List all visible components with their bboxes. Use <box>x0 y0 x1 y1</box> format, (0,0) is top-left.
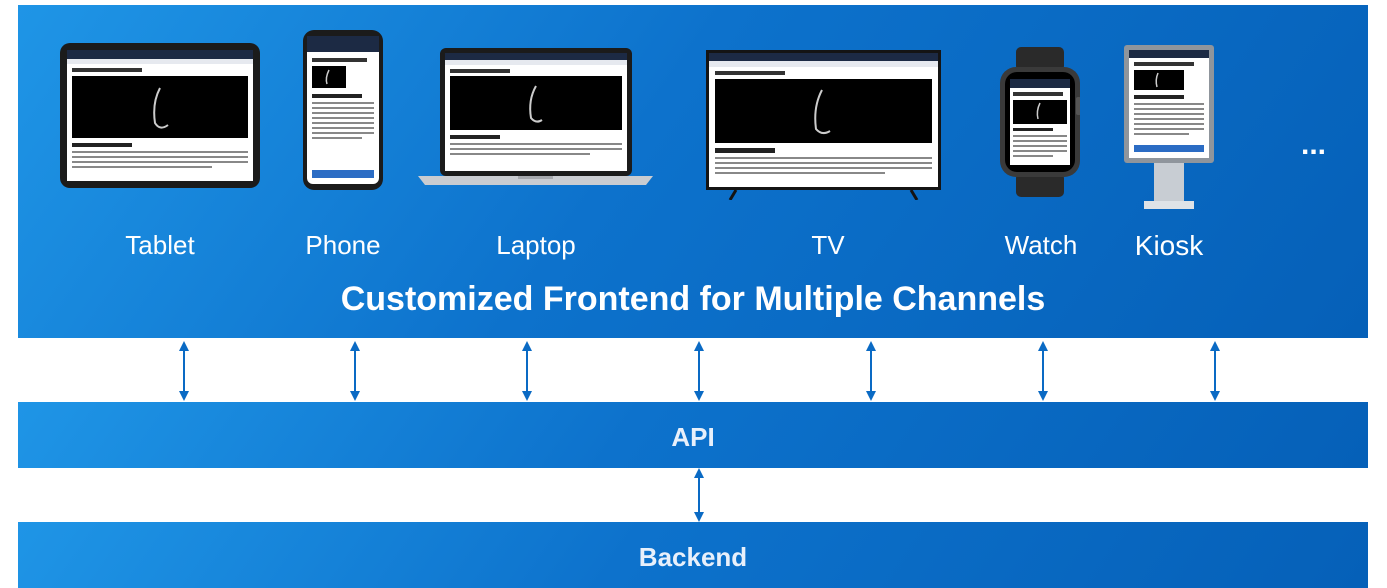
frontend-panel: ... Tablet Phone Laptop TV Watch Kiosk C… <box>18 5 1368 338</box>
backend-label: Backend <box>638 542 748 572</box>
laptop-label: Laptop <box>496 230 576 260</box>
more-devices-ellipsis: ... <box>1301 128 1327 161</box>
tv-device <box>706 50 941 205</box>
backend-panel: Backend <box>18 522 1368 588</box>
laptop-device <box>418 48 653 193</box>
tablet-device <box>60 43 260 193</box>
watch-label: Watch <box>1004 230 1078 260</box>
watch-device <box>1000 47 1081 202</box>
tv-label: TV <box>811 230 845 260</box>
api-panel: API <box>18 402 1368 468</box>
api-label: API <box>671 422 715 452</box>
frontend-headline: Customized Frontend for Multiple Channel… <box>340 280 1046 318</box>
phone-label: Phone <box>305 230 381 260</box>
kiosk-label: Kiosk <box>1134 230 1204 261</box>
kiosk-device <box>1124 45 1214 215</box>
tablet-label: Tablet <box>125 230 195 260</box>
phone-device <box>303 30 383 195</box>
